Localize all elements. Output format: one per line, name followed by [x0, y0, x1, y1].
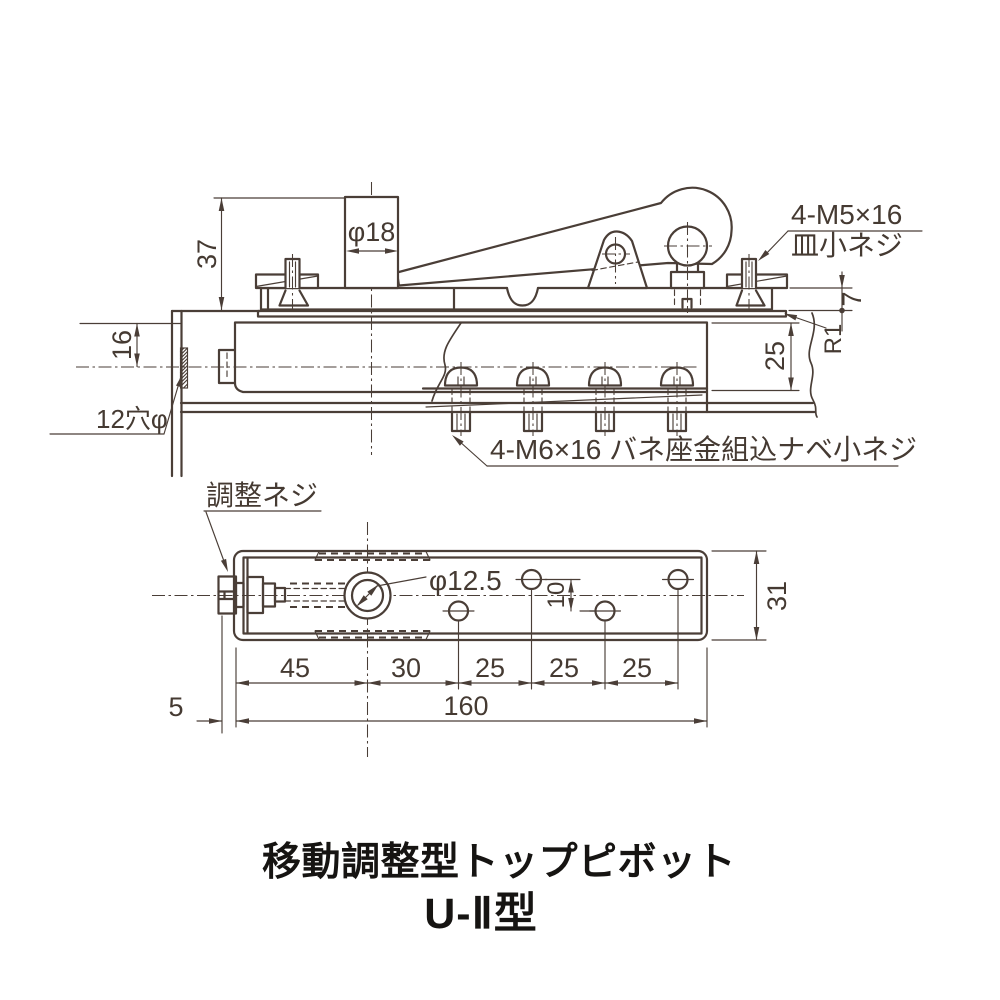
pan-screw	[659, 362, 695, 436]
frame-hole-hatch	[179, 347, 189, 389]
dim-160-text: 160	[443, 691, 488, 721]
dim-31-text: 31	[762, 581, 792, 611]
mounting-plate	[256, 309, 788, 318]
slide-bar	[259, 286, 774, 311]
model-name: U-Ⅱ型	[424, 890, 538, 938]
title-block: 移動調整型トップピボット U-Ⅱ型	[262, 841, 736, 938]
top-screw-text-2: 皿小ネジ	[791, 230, 903, 261]
pivot-hole: φ12.5	[343, 565, 502, 620]
dim-16-text: 16	[107, 330, 137, 360]
frame-hole-text: 12穴φ	[96, 404, 168, 434]
frame-hole-label: 12穴φ	[49, 374, 183, 435]
dim-16: 16	[79, 322, 182, 368]
r1-text: R1	[820, 324, 847, 355]
dim-25a-text: 25	[475, 653, 505, 683]
door-frame	[170, 309, 262, 478]
door-leaf	[179, 312, 818, 418]
leaf-break-line	[808, 312, 818, 418]
dim-pivot-hole-text: φ12.5	[429, 565, 502, 596]
pan-head-screws	[443, 362, 695, 436]
dim-shaft-dia: φ18	[348, 217, 396, 247]
adjust-screw-text: 調整ネジ	[206, 480, 318, 511]
dim-30-text: 30	[391, 653, 421, 683]
dim-7-text: 7	[837, 291, 867, 306]
bottom-screw-label: 4-M6×16 バネ座金組込ナベ小ネジ	[452, 434, 917, 467]
dim-37: 37	[192, 197, 346, 311]
extension-lines	[221, 589, 708, 734]
dim-25-side-text: 25	[760, 341, 790, 371]
left-screw	[254, 254, 320, 313]
side-view: φ18	[49, 182, 923, 478]
arm-bracket	[586, 230, 649, 290]
dim-10-text: 10	[543, 582, 570, 609]
bottom-screw-text: 4-M6×16 バネ座金組込ナベ小ネジ	[490, 434, 917, 465]
knurl-bands	[314, 550, 431, 641]
mounting-holes	[442, 568, 695, 622]
pan-screw	[515, 362, 551, 436]
dim-31: 31	[711, 550, 792, 641]
dim-10: 10	[543, 578, 597, 612]
pivot-shaft: φ18	[343, 195, 400, 290]
adjust-screw-label: 調整ネジ	[203, 480, 322, 572]
product-title: 移動調整型トップピボット	[262, 841, 736, 884]
dim-37-text: 37	[192, 239, 222, 269]
adjust-screw-socket	[217, 348, 237, 385]
pivot-ball	[664, 222, 712, 313]
dim-row-total: 5 160	[168, 691, 708, 724]
dim-7: 7	[788, 271, 867, 332]
dim-25c-text: 25	[622, 653, 652, 683]
dim-45-text: 45	[280, 653, 310, 683]
dim-25b-text: 25	[549, 653, 579, 683]
pan-screw	[587, 362, 623, 436]
plan-view: 調整ネジ	[152, 480, 792, 757]
radius-label: R1	[784, 313, 847, 355]
top-screw-text-1: 4-M5×16	[791, 199, 902, 230]
pivot-arm	[395, 186, 733, 287]
pan-screw	[443, 362, 479, 436]
top-screw-label: 4-M5×16 皿小ネジ	[758, 199, 923, 261]
right-screw	[725, 254, 789, 313]
dim-25-side: 25	[711, 322, 800, 392]
dim-5-text: 5	[168, 692, 183, 722]
dim-row-segments: 45 30 25 25 25	[235, 653, 679, 686]
